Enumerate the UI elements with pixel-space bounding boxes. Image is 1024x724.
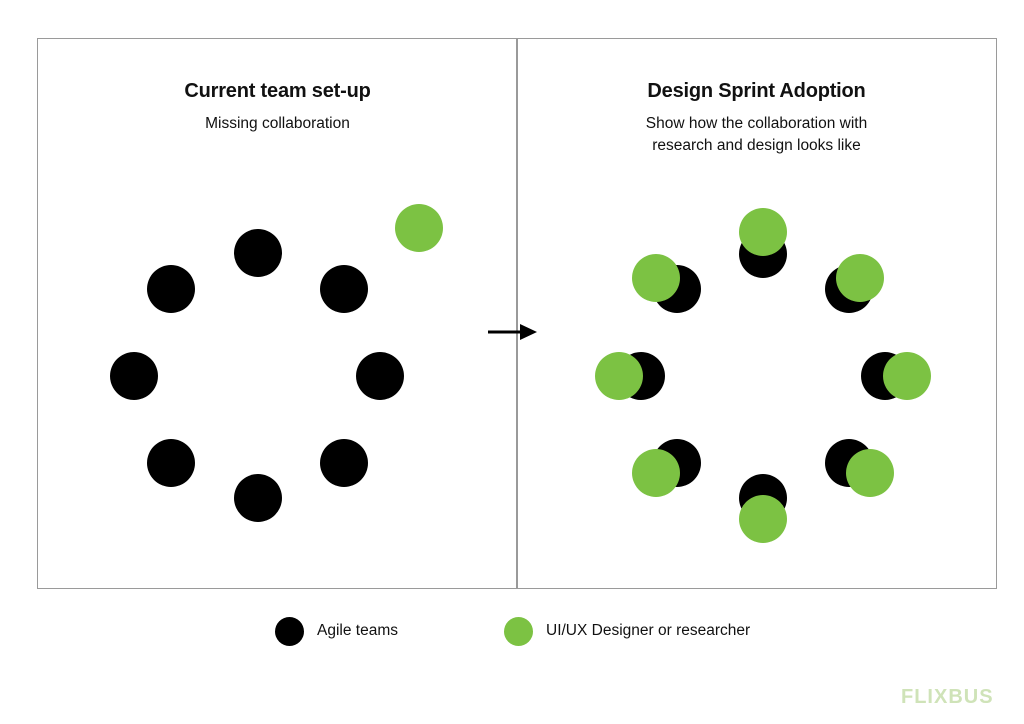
- paired-designer-dot-7: [846, 449, 894, 497]
- paired-designer-dot-3: [836, 254, 884, 302]
- transition-arrow-icon: [488, 324, 537, 340]
- design-sprint-panel: Design Sprint Adoption Show how the coll…: [516, 38, 997, 589]
- paired-designer-dot-1: [739, 208, 787, 256]
- legend-designer-label: UI/UX Designer or researcher: [546, 622, 751, 639]
- agile-team-dot-6: [147, 439, 195, 487]
- current-setup-subtitle: Missing collaboration: [205, 115, 350, 132]
- legend-designer-dot: [504, 616, 533, 646]
- agile-team-dot-8: [234, 474, 282, 522]
- agile-team-dot-7: [320, 439, 368, 487]
- current-setup-panel: Current team set-up Missing collaboratio…: [37, 38, 518, 589]
- design-sprint-subtitle-line-2: research and design looks like: [652, 137, 861, 154]
- design-sprint-title: Design Sprint Adoption: [647, 80, 866, 102]
- current-setup-title: Current team set-up: [184, 80, 371, 102]
- design-sprint-subtitle-line-1: Show how the collaboration with: [645, 115, 868, 132]
- design-sprint-subtitle: Show how the collaboration with research…: [517, 113, 996, 157]
- paired-designer-dot-6: [632, 449, 680, 497]
- paired-designer-dot-5: [883, 352, 931, 400]
- isolated-designer-dot: [395, 204, 443, 252]
- agile-team-dot-2: [147, 265, 195, 313]
- legend-agile-teams: Agile teams: [275, 616, 398, 646]
- agile-team-dot-5: [356, 352, 404, 400]
- agile-team-dot-1: [234, 229, 282, 277]
- legend-designer: UI/UX Designer or researcher: [504, 616, 750, 646]
- agile-team-dot-3: [320, 265, 368, 313]
- paired-designer-dot-8: [739, 495, 787, 543]
- paired-designer-dot-2: [632, 254, 680, 302]
- paired-designer-dot-4: [595, 352, 643, 400]
- legend-agile-dot: [275, 616, 304, 646]
- flixbus-logo: FLIXBUS: [901, 686, 994, 708]
- legend-agile-label: Agile teams: [317, 622, 398, 639]
- agile-team-dot-4: [110, 352, 158, 400]
